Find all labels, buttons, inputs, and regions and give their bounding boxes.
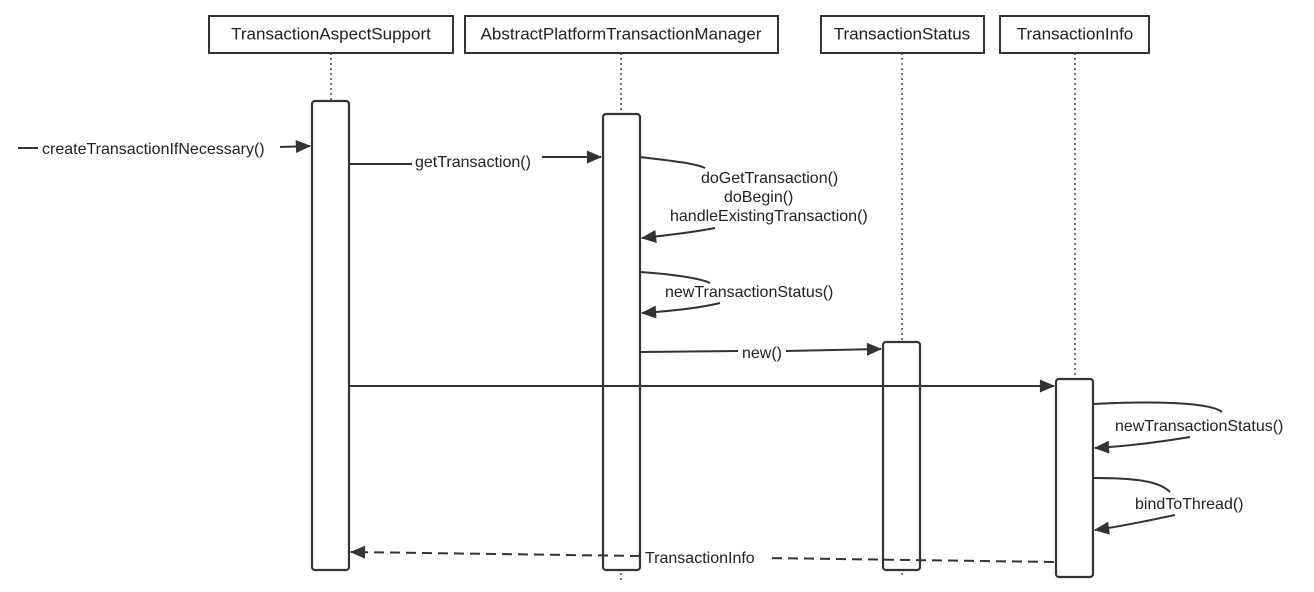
message-label: bindToThread()	[1135, 496, 1244, 513]
message-label: doGetTransaction()	[701, 170, 838, 187]
message-self-call-new-transaction-status: newTransactionStatus()	[639, 271, 833, 319]
message-label: newTransactionStatus()	[665, 284, 833, 301]
activation-abstract-platform-transaction-manager	[601, 112, 642, 572]
message-label: TransactionInfo	[645, 550, 755, 567]
participant-transaction-status: TransactionStatus	[820, 15, 985, 54]
message-label: handleExistingTransaction()	[670, 208, 868, 225]
message-new: new()	[639, 342, 883, 362]
message-label: createTransactionIfNecessary()	[42, 141, 265, 158]
participant-transaction-info: TransactionInfo	[999, 15, 1150, 54]
message-self-call-new-transaction-status-info: newTransactionStatus()	[1092, 401, 1283, 454]
activation-transaction-info	[1054, 377, 1095, 579]
message-self-call-bind-to-thread: bindToThread()	[1092, 477, 1244, 535]
participant-label: TransactionInfo	[1017, 24, 1134, 43]
message-label: new()	[742, 345, 782, 362]
message-return-transaction-info: TransactionInfo	[349, 545, 1055, 567]
message-label: newTransactionStatus()	[1115, 418, 1283, 435]
participant-label: AbstractPlatformTransactionManager	[481, 24, 762, 43]
activation-transaction-aspect-support	[310, 99, 351, 572]
message-create-transaction-if-necessary: createTransactionIfNecessary()	[18, 139, 312, 158]
message-label: getTransaction()	[415, 154, 531, 171]
participant-label: TransactionAspectSupport	[231, 24, 431, 43]
message-get-transaction: getTransaction()	[349, 150, 603, 171]
participant-transaction-aspect-support: TransactionAspectSupport	[208, 15, 454, 54]
message-label: doBegin()	[724, 189, 793, 206]
participant-label: TransactionStatus	[834, 24, 970, 43]
participant-abstract-platform-transaction-manager: AbstractPlatformTransactionManager	[464, 15, 779, 54]
message-self-call-do-get-transaction: doGetTransaction() doBegin() handleExist…	[639, 156, 868, 243]
activation-transaction-status	[881, 340, 922, 572]
